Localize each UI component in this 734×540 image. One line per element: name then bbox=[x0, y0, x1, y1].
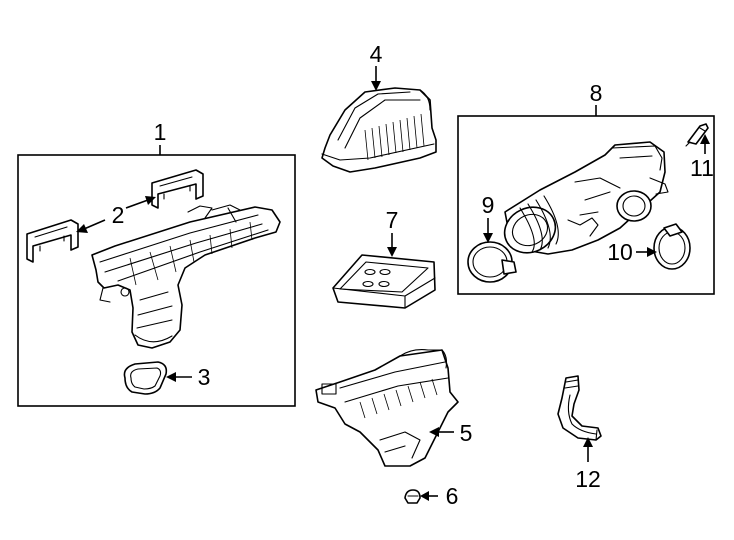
group-frame-8 bbox=[457, 115, 715, 295]
callout-2: 2 bbox=[112, 202, 125, 228]
arrowhead-9 bbox=[483, 233, 493, 243]
arrowhead-7 bbox=[387, 247, 397, 257]
vent-hose bbox=[557, 375, 602, 441]
callout-10: 10 bbox=[607, 239, 633, 265]
air-intake-duct bbox=[91, 204, 281, 349]
arrowhead-2a bbox=[145, 196, 156, 205]
arrowhead-12 bbox=[583, 437, 593, 447]
hose-clamp-10 bbox=[653, 223, 691, 270]
arrowhead-10 bbox=[647, 247, 657, 257]
bracket-lower bbox=[26, 219, 79, 263]
bracket-upper bbox=[151, 169, 204, 209]
leader-2a bbox=[125, 199, 149, 209]
callout-3: 3 bbox=[198, 364, 211, 390]
callout-11: 11 bbox=[690, 155, 714, 181]
callout-4: 4 bbox=[370, 41, 383, 67]
arrowhead-2b bbox=[76, 224, 88, 233]
callout-1: 1 bbox=[154, 119, 167, 145]
callout-5: 5 bbox=[460, 420, 473, 446]
grommet bbox=[404, 489, 421, 504]
hose-clamp-9 bbox=[467, 241, 517, 283]
group-frame-1 bbox=[17, 154, 296, 407]
sensor bbox=[685, 123, 709, 147]
intake-hose-assembly bbox=[503, 141, 669, 255]
arrowhead-4 bbox=[371, 81, 381, 91]
leader-2b bbox=[83, 219, 106, 230]
air-cleaner-cover bbox=[321, 87, 437, 173]
air-cleaner-housing bbox=[315, 349, 459, 467]
callout-12: 12 bbox=[575, 466, 601, 492]
callout-7: 7 bbox=[386, 207, 399, 233]
callout-8: 8 bbox=[590, 80, 603, 106]
arrowhead-11 bbox=[700, 134, 710, 144]
arrowhead-3 bbox=[166, 372, 176, 382]
air-filter-element bbox=[332, 254, 436, 309]
callout-6: 6 bbox=[446, 483, 459, 509]
duct-seal bbox=[123, 361, 168, 395]
arrowhead-5 bbox=[429, 427, 439, 437]
callout-9: 9 bbox=[482, 192, 495, 218]
arrowhead-6 bbox=[420, 491, 429, 501]
